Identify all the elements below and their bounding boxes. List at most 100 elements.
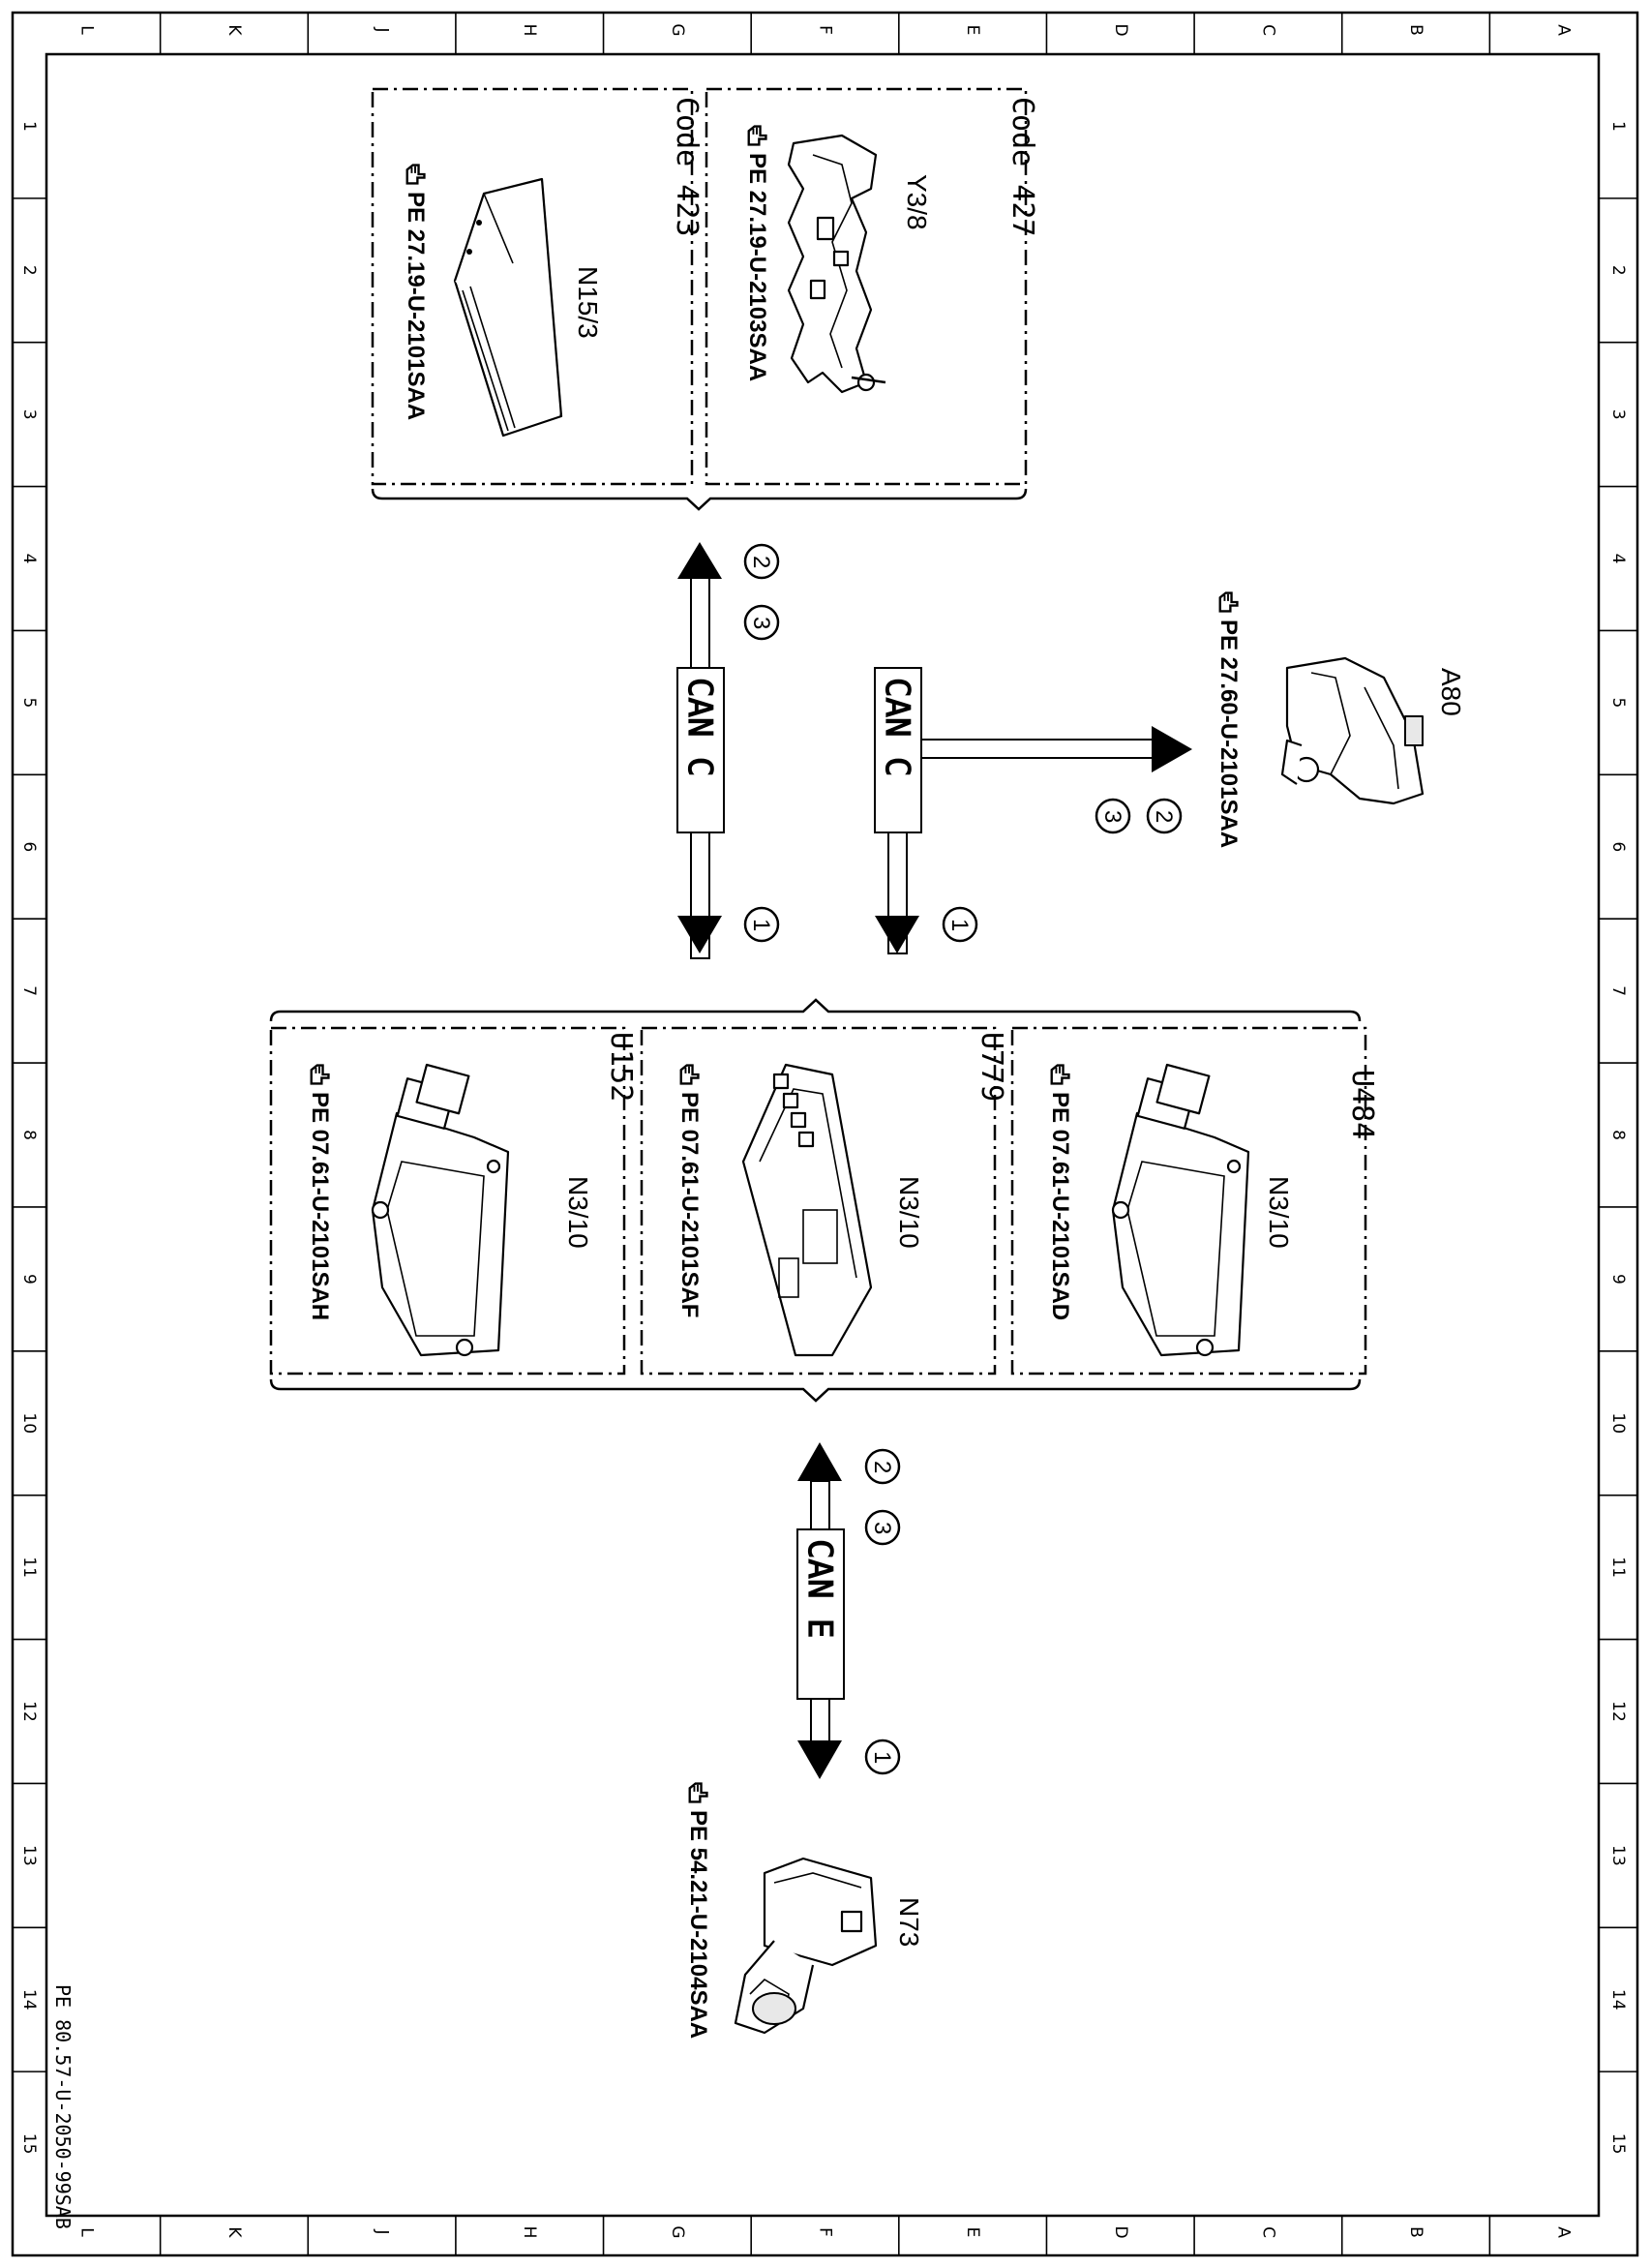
row-number-left: 3 (19, 409, 39, 420)
group-bracket-middle-bottom (269, 1378, 1362, 1403)
row-number-left: 10 (19, 1412, 39, 1434)
hand-pointer-icon (688, 1782, 708, 1803)
arrow-down-icon (797, 1740, 842, 1779)
row-number-right: 8 (1608, 1130, 1628, 1140)
row-number-left: 6 (19, 841, 39, 852)
valve-body-y3-8-icon (787, 134, 886, 394)
arrow-up-icon (797, 1442, 842, 1481)
column-letter-top: H (520, 24, 539, 37)
reference-u152: PE 07.61-U-2101SAH (307, 1064, 333, 1320)
module-box-u152 (269, 1026, 626, 1376)
row-number-right: 1 (1608, 121, 1628, 132)
component-n3-10-label-u779: N3/10 (894, 1176, 924, 1249)
arrow-down-icon (677, 916, 722, 953)
marker-3: 3 (748, 617, 774, 629)
row-number-right: 5 (1608, 697, 1628, 708)
markers-can-c-top: 2 3 1 (743, 543, 780, 943)
marker-3: 3 (869, 1522, 895, 1534)
control-unit-n15-3-icon (453, 177, 563, 438)
reference-n15-3-text: PE 27.19-U-2101SAA (403, 192, 429, 420)
bus-label-box (874, 667, 922, 833)
can-c-bus-link-top: CAN C (676, 542, 725, 959)
row-number-right: 14 (1608, 1989, 1628, 2011)
row-number-left: 14 (19, 1989, 39, 2011)
marker-1: 1 (946, 919, 973, 931)
row-number-right: 15 (1608, 2133, 1628, 2155)
column-letter-top: J (373, 26, 392, 32)
row-number-right: 10 (1608, 1412, 1628, 1434)
code-u152-label: U152 (604, 1032, 638, 1102)
row-number-right: 4 (1608, 554, 1628, 564)
marker-2: 2 (869, 1461, 895, 1473)
can-e-label: CAN E (800, 1539, 839, 1638)
column-letter-bottom: H (520, 2226, 539, 2239)
component-a80-label: A80 (1436, 668, 1466, 716)
code-u484-label: U484 (1345, 1070, 1379, 1139)
column-letter-bottom: L (76, 2227, 96, 2237)
group-bracket-top (371, 488, 1028, 511)
row-number-left: 7 (19, 985, 39, 996)
column-letter-bottom: K (225, 2226, 244, 2238)
column-letter-top: D (1111, 23, 1130, 36)
bus-label-box (796, 1528, 845, 1700)
hand-pointer-icon (1218, 591, 1239, 613)
marker-2: 2 (748, 556, 774, 568)
hand-pointer-icon (679, 1064, 700, 1085)
module-box-code-423 (371, 87, 694, 486)
module-box-u779 (640, 1026, 997, 1376)
arrow-right-icon (1152, 726, 1192, 772)
can-e-bus-link: CAN E (796, 1442, 845, 1779)
reference-n73-text: PE 54.21-U-2104SAA (685, 1810, 711, 2039)
reference-u779-text: PE 07.61-U-2101SAF (676, 1092, 703, 1317)
actuator-a80-icon (1280, 656, 1425, 805)
reference-u779: PE 07.61-U-2101SAF (676, 1064, 703, 1317)
code-423-label: Code 423 (670, 97, 704, 237)
column-letter-bottom: B (1406, 2226, 1425, 2238)
row-number-right: 6 (1608, 841, 1628, 852)
drawing-frame (11, 11, 1639, 2257)
code-427-label-rot: Code 427 (1005, 97, 1039, 237)
row-number-right: 11 (1608, 1557, 1628, 1578)
column-letter-top: K (225, 24, 244, 36)
hand-pointer-icon (1050, 1064, 1070, 1085)
row-number-right: 7 (1608, 985, 1628, 996)
row-number-right: 12 (1608, 1701, 1628, 1722)
reference-a80-text: PE 27.60-U-2101SAA (1215, 620, 1242, 848)
column-letter-top: L (76, 25, 96, 35)
column-letter-bottom: E (963, 2227, 982, 2238)
can-c-label-a80: CAN C (878, 678, 916, 776)
markers-can-e: 2 3 1 (864, 1448, 901, 1775)
marker-1: 1 (748, 919, 774, 931)
can-c-label-top: CAN C (680, 678, 719, 776)
row-number-right: 13 (1608, 1845, 1628, 1866)
row-number-left: 8 (19, 1130, 39, 1140)
hand-pointer-icon (747, 125, 767, 146)
reference-u484: PE 07.61-U-2101SAD (1047, 1064, 1073, 1320)
reference-a80: PE 27.60-U-2101SAA (1215, 591, 1242, 848)
reference-u484-text: PE 07.61-U-2101SAD (1047, 1092, 1073, 1320)
marker-1: 1 (869, 1751, 895, 1764)
hand-pointer-icon (310, 1064, 330, 1085)
row-number-right: 2 (1608, 265, 1628, 276)
module-box-code-427 (705, 87, 1028, 486)
column-letter-top: F (816, 25, 835, 35)
module-box-u484 (1010, 1026, 1367, 1376)
ignition-switch-n73-icon (734, 1857, 878, 2035)
row-number-left: 12 (19, 1701, 39, 1722)
component-n73-label: N73 (894, 1897, 924, 1947)
row-number-left: 5 (19, 697, 39, 708)
column-letter-bottom: F (816, 2227, 835, 2237)
row-number-right: 9 (1608, 1274, 1628, 1285)
column-letter-bottom: G (668, 2225, 687, 2238)
component-n3-10-label-u484: N3/10 (1264, 1176, 1294, 1249)
reference-n73: PE 54.21-U-2104SAA (685, 1782, 711, 2039)
component-n15-3-label: N15/3 (573, 266, 603, 339)
column-letter-top: G (668, 23, 687, 36)
markers-can-c-a80: 2 3 1 (942, 798, 1183, 943)
hand-pointer-icon (405, 164, 426, 185)
column-letter-top: A (1554, 24, 1574, 36)
marker-3: 3 (1099, 810, 1125, 823)
document-reference: PE 80.57-U-2050-99SAB (51, 1984, 75, 2229)
reference-n15-3: PE 27.19-U-2101SAA (403, 164, 429, 420)
